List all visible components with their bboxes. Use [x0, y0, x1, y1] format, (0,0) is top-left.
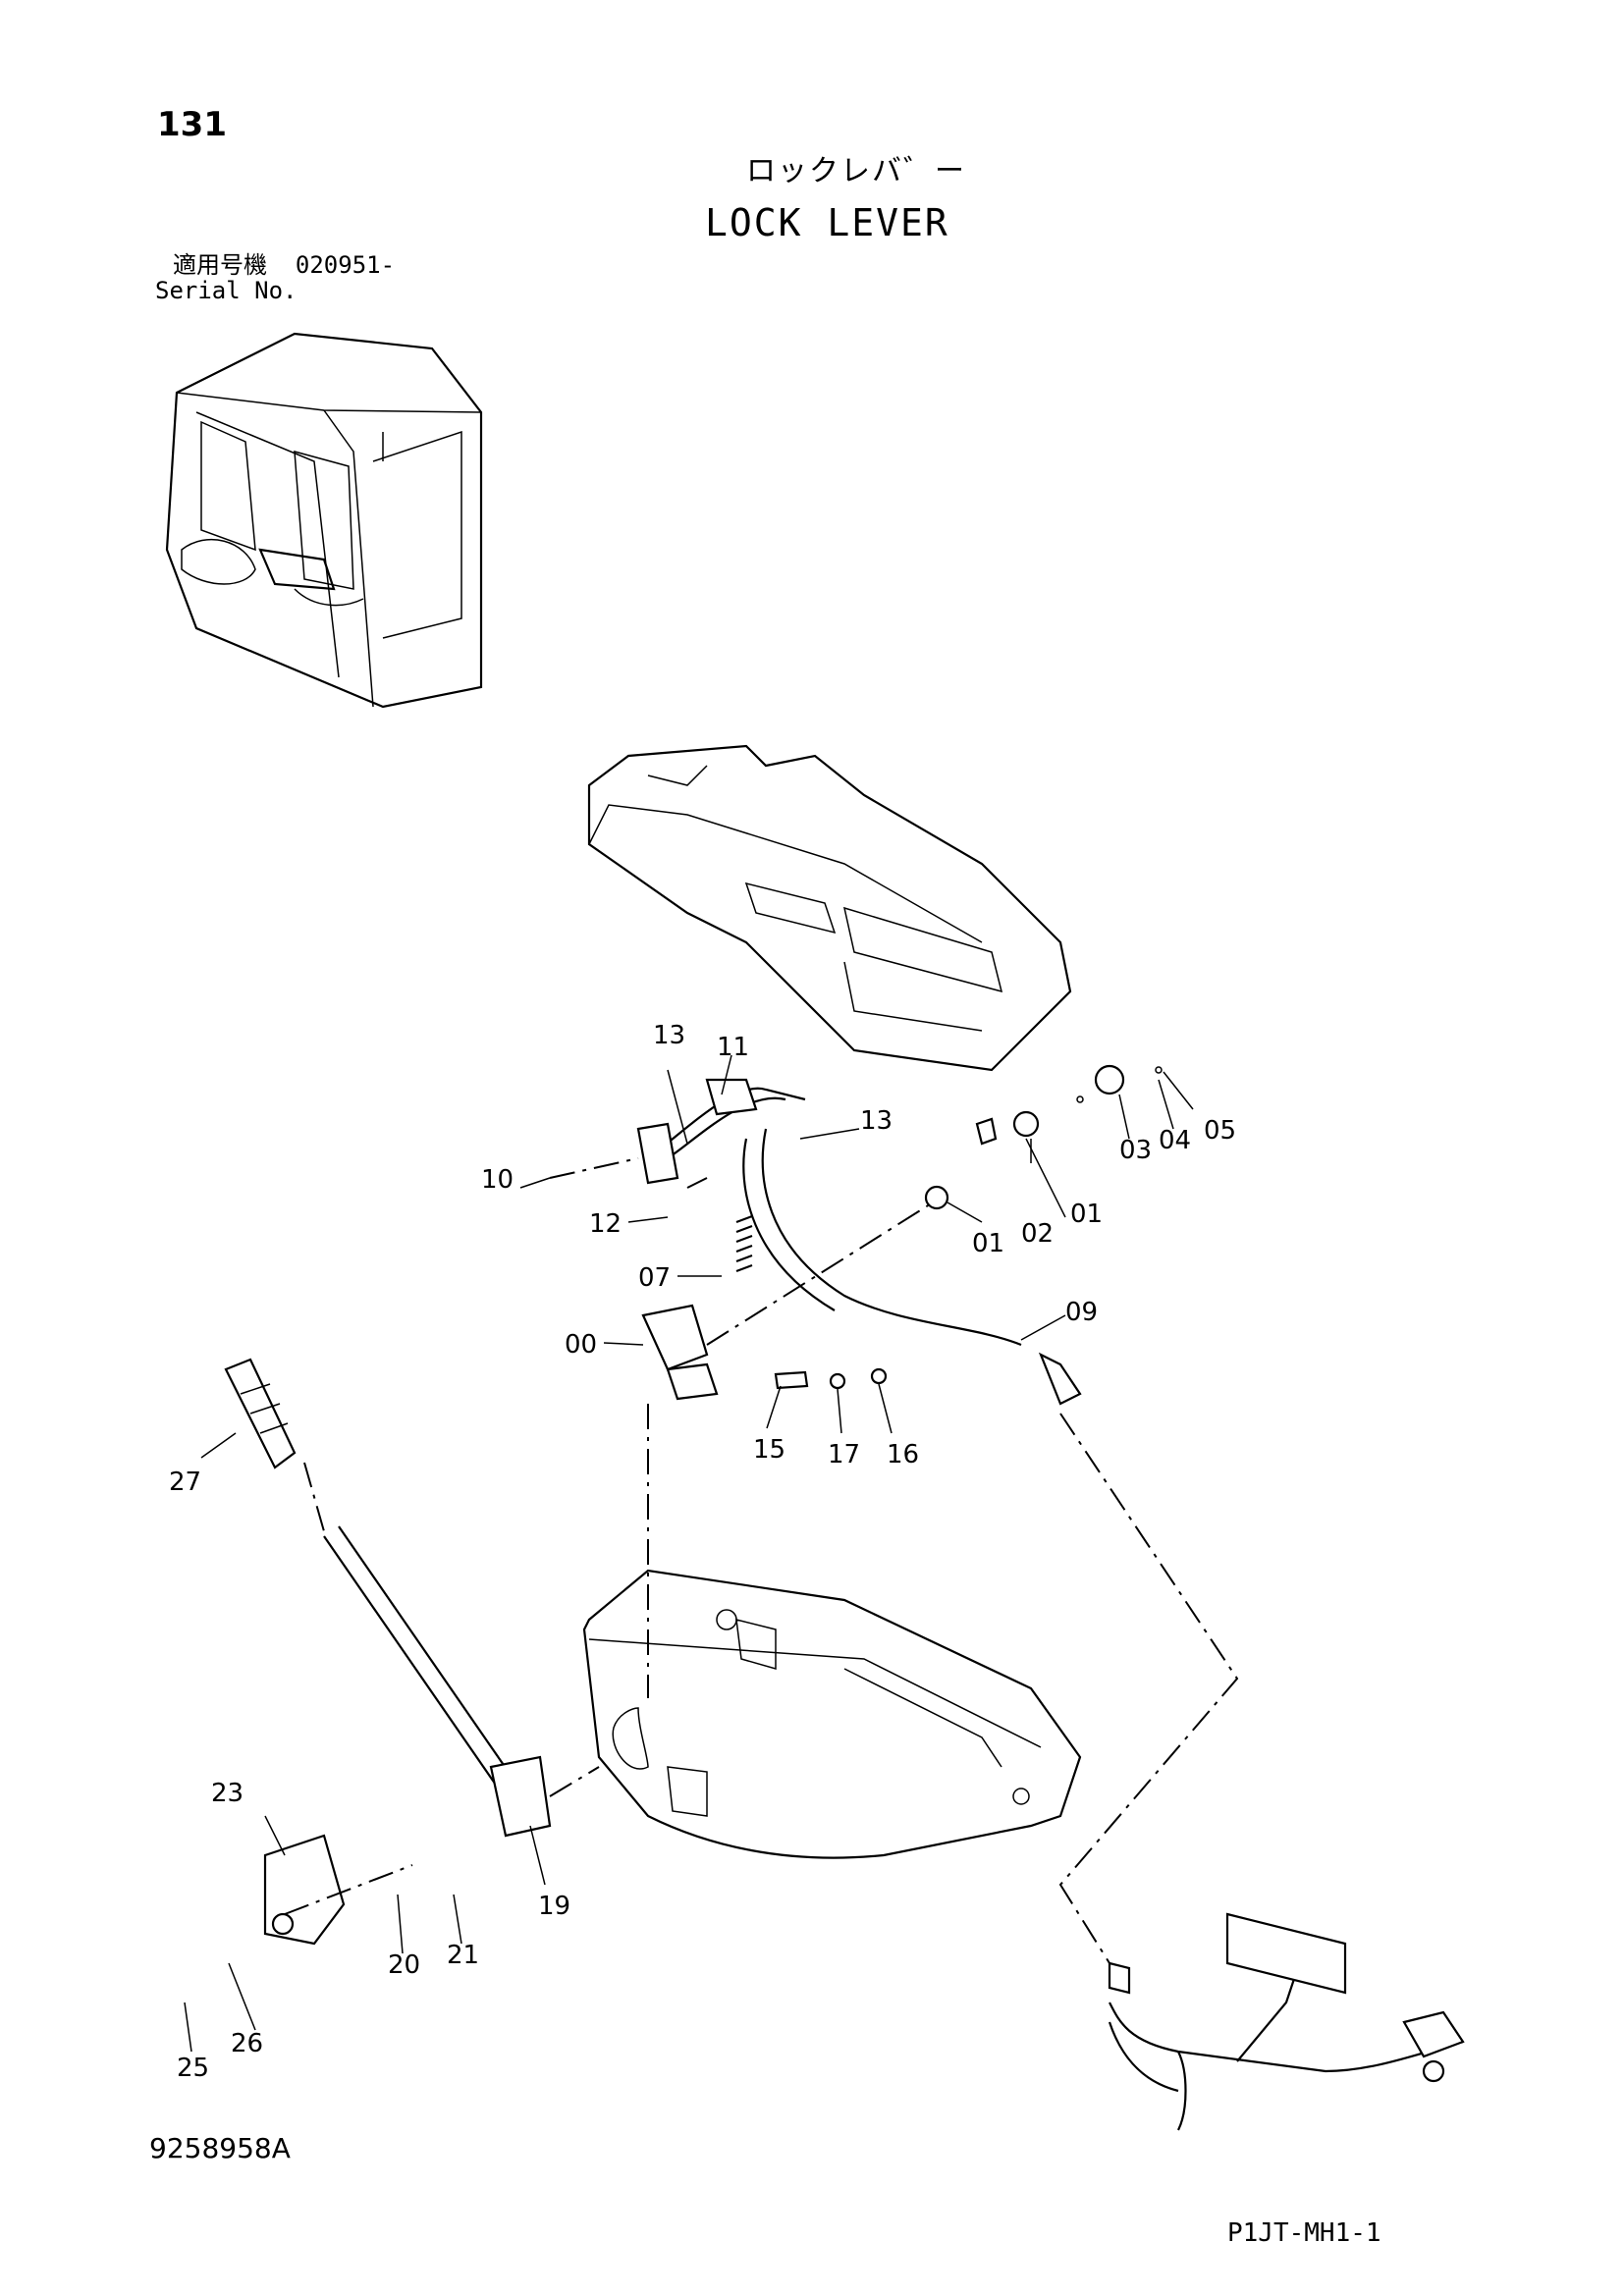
callout-01-upper: 01	[1070, 1200, 1103, 1229]
callout-13-right: 13	[860, 1106, 893, 1136]
callout-16: 16	[887, 1440, 919, 1469]
callout-00: 00	[565, 1330, 597, 1360]
callout-02: 02	[1021, 1219, 1054, 1249]
callout-07: 07	[638, 1263, 671, 1293]
sheet-code: P1JT-MH1-1	[1227, 2218, 1381, 2248]
callout-04: 04	[1159, 1126, 1191, 1155]
side-panel	[582, 1569, 1082, 1859]
callout-27: 27	[169, 1468, 201, 1497]
switch-assembly	[636, 1064, 1163, 1406]
callout-12: 12	[589, 1209, 622, 1239]
serial-label-japanese: 適用号機	[173, 251, 267, 279]
serial-label-english: Serial No.	[155, 277, 298, 304]
callout-19: 19	[538, 1892, 570, 1921]
wire-harness	[1108, 1912, 1465, 2131]
callout-labels: 13 11 13 10 12 07 00 09 15 17 16 19 20 2…	[169, 1021, 1236, 2083]
assembly-centerlines	[284, 1157, 1239, 1964]
callout-17: 17	[828, 1440, 860, 1469]
drawing-number: 9258958A	[149, 2132, 291, 2164]
callout-25: 25	[177, 2054, 209, 2083]
page-number: 131	[157, 105, 227, 144]
callout-03: 03	[1119, 1136, 1152, 1165]
console-cover	[587, 744, 1072, 1072]
callout-26: 26	[231, 2029, 263, 2058]
callout-15: 15	[753, 1435, 785, 1465]
callout-05: 05	[1204, 1116, 1236, 1146]
title-japanese: ロックレバ゛ー	[746, 154, 966, 188]
callout-01-lower: 01	[972, 1229, 1004, 1258]
serial-value: 020951-	[295, 251, 396, 279]
callout-13-upper: 13	[653, 1021, 685, 1050]
callout-09: 09	[1065, 1298, 1098, 1327]
title-english: LOCK LEVER	[705, 201, 949, 244]
cab-overview-illustration	[165, 332, 483, 709]
serial-applicability: 適用号機 020951-	[173, 253, 395, 277]
callout-11: 11	[717, 1033, 749, 1062]
callout-21: 21	[447, 1941, 479, 1970]
callout-10: 10	[481, 1165, 514, 1195]
callout-20: 20	[388, 1950, 420, 1980]
lock-lever-arm	[224, 1358, 552, 1946]
callout-leaders	[184, 1054, 1194, 2053]
callout-23: 23	[211, 1779, 244, 1808]
